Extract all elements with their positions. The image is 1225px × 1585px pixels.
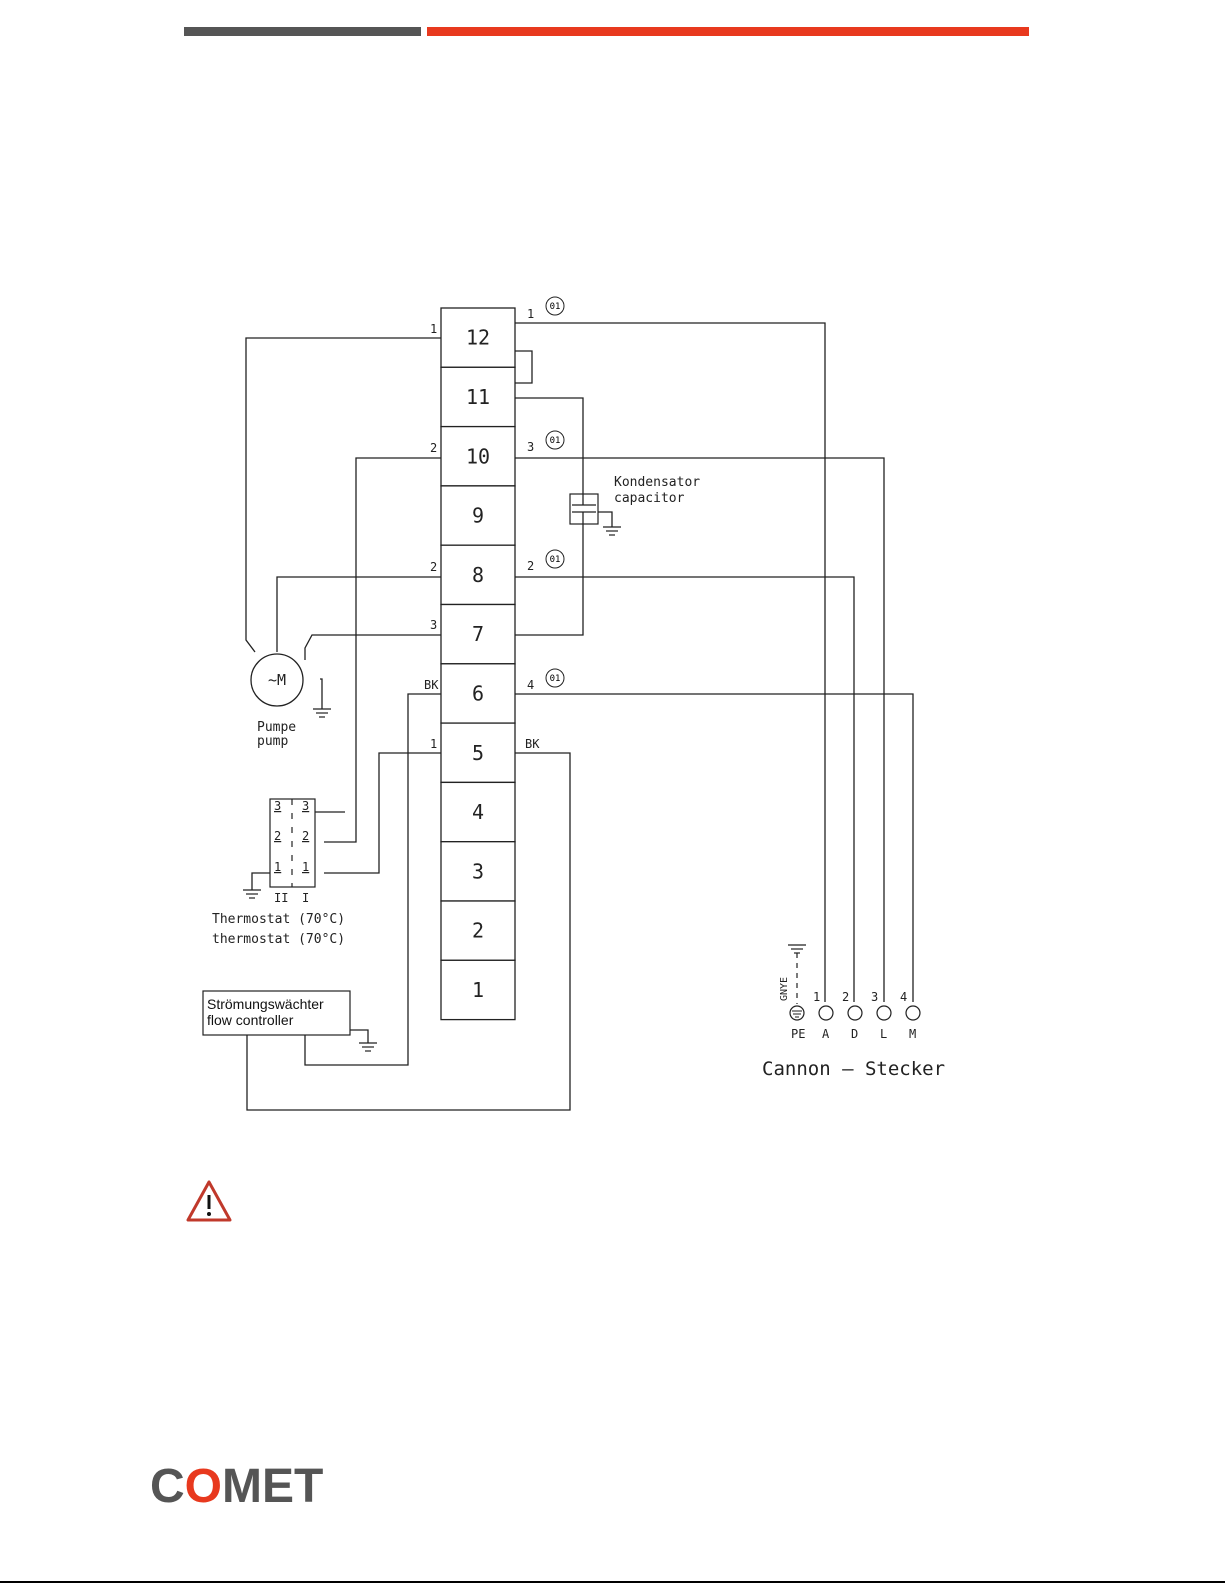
- label-t8-right: 2: [527, 559, 534, 573]
- terminal-number-3: 3: [472, 859, 484, 883]
- cannon-pin-a: [819, 1006, 833, 1020]
- label-t6-left: BK: [424, 678, 439, 692]
- marker-t10: 01: [546, 431, 564, 449]
- cannon-ground-top-icon: [788, 945, 806, 953]
- terminal-number-12: 12: [466, 326, 490, 350]
- label-t5-left: 1: [430, 737, 437, 751]
- capacitor-label-de: Kondensator: [614, 475, 700, 490]
- cannon-pin-name-d: D: [851, 1027, 858, 1041]
- terminal-number-10: 10: [466, 444, 490, 468]
- cannon-title: Cannon – Stecker: [762, 1058, 945, 1080]
- bottom-rule: [0, 1581, 1225, 1583]
- cannon-pin-num-3: 3: [871, 990, 878, 1004]
- terminal-number-11: 11: [466, 385, 490, 409]
- marker-t8: 01: [546, 550, 564, 568]
- label-t8-left: 2: [430, 560, 437, 574]
- svg-text:01: 01: [550, 436, 561, 446]
- cannon-pin-num-4: 4: [900, 990, 907, 1004]
- label-t12-right: 1: [527, 307, 534, 321]
- thermostat-contact-I-3: 3: [302, 799, 309, 813]
- thermostat-contact-I-1: 1: [302, 860, 309, 874]
- capacitor-label-en: capacitor: [614, 491, 685, 506]
- cannon-pin-num-2: 2: [842, 990, 849, 1004]
- terminal-number-5: 5: [472, 741, 484, 765]
- wire-t6-cannon-m: [515, 694, 913, 1002]
- wire-t7-pump: [305, 635, 441, 660]
- wire-t10-thermostat: [324, 458, 441, 842]
- svg-text:01: 01: [550, 674, 561, 684]
- wire-thermostat-ground: [252, 873, 270, 890]
- marker-group: 01 01 01 01: [546, 297, 564, 687]
- terminal-number-6: 6: [472, 681, 484, 705]
- svg-text:01: 01: [550, 302, 561, 312]
- thermostat-contact-I-2: 2: [302, 829, 309, 843]
- pump-label-en: pump: [257, 734, 288, 749]
- wire-capacitor-ground: [598, 512, 612, 527]
- flow-controller-label-de: Strömungswächter: [207, 996, 324, 1012]
- wire-t8-pump: [277, 577, 441, 652]
- wire-t12-pump: [246, 338, 441, 652]
- wire-flow-ground: [350, 1030, 368, 1043]
- label-t10-left: 2: [430, 441, 437, 455]
- svg-text:COMET: COMET: [150, 1460, 323, 1513]
- terminal-block: 12 11 10 9 8 7 6 5 4 3 2 1: [441, 308, 515, 1020]
- thermostat-contact-II-1: 1: [274, 860, 281, 874]
- wire-pump-ground: [320, 679, 322, 709]
- pump-label-de: Pumpe: [257, 720, 296, 735]
- flow-controller-label-en: flow controller: [207, 1012, 294, 1028]
- pump-symbol: ~M: [268, 671, 286, 689]
- cannon-pin-num-1: 1: [813, 990, 820, 1004]
- label-t12-left: 1: [430, 322, 437, 336]
- label-t7-left: 3: [430, 618, 437, 632]
- wire-t5-thermostat: [324, 753, 441, 873]
- label-t10-right: 3: [527, 440, 534, 454]
- pump-motor: ~M Pumpe pump: [251, 654, 331, 749]
- terminal-number-2: 2: [472, 919, 484, 943]
- cannon-pin-name-pe: PE: [791, 1027, 805, 1041]
- capacitor: Kondensator capacitor: [570, 475, 700, 535]
- thermostat-ground-icon: [243, 890, 261, 898]
- cannon-pin-d: [848, 1006, 862, 1020]
- terminal-number-1: 1: [472, 978, 484, 1002]
- thermostat-contact-II-3: 3: [274, 799, 281, 813]
- cannon-pin-name-l: L: [880, 1027, 887, 1041]
- thermostat-label-en: thermostat (70°C): [212, 932, 345, 947]
- thermostat-label-de: Thermostat (70°C): [212, 912, 345, 927]
- marker-t12: 01: [546, 297, 564, 315]
- flow-controller: Strömungswächter flow controller: [203, 991, 377, 1051]
- cannon-pin-name-a: A: [822, 1027, 830, 1041]
- warning-triangle-icon: [188, 1182, 230, 1220]
- capacitor-ground-icon: [603, 527, 621, 535]
- terminal-number-8: 8: [472, 563, 484, 587]
- thermostat-side-I: I: [302, 891, 309, 905]
- wire-t8-cannon-d: [515, 577, 854, 1002]
- thermostat-contact-II-2: 2: [274, 829, 281, 843]
- terminal-number-7: 7: [472, 622, 484, 646]
- label-t6-right: 4: [527, 678, 534, 692]
- svg-text:01: 01: [550, 555, 561, 565]
- pump-ground-icon: [313, 709, 331, 717]
- cannon-pin-name-m: M: [909, 1027, 916, 1041]
- cannon-pin-m: [906, 1006, 920, 1020]
- flow-ground-icon: [359, 1043, 377, 1051]
- cannon-ground-label: GNYE: [779, 977, 790, 1001]
- comet-logo: COMET: [150, 1460, 323, 1513]
- marker-t6: 01: [546, 669, 564, 687]
- wire-jumper-12-11: [515, 351, 532, 383]
- thermostat-side-II: II: [274, 891, 288, 905]
- wire-t12-cannon-a: [515, 323, 825, 1002]
- terminal-number-4: 4: [472, 800, 484, 824]
- terminal-number-9: 9: [472, 504, 484, 528]
- cannon-pe-pin: [790, 1006, 804, 1020]
- cannon-pin-l: [877, 1006, 891, 1020]
- label-t5-right: BK: [525, 737, 540, 751]
